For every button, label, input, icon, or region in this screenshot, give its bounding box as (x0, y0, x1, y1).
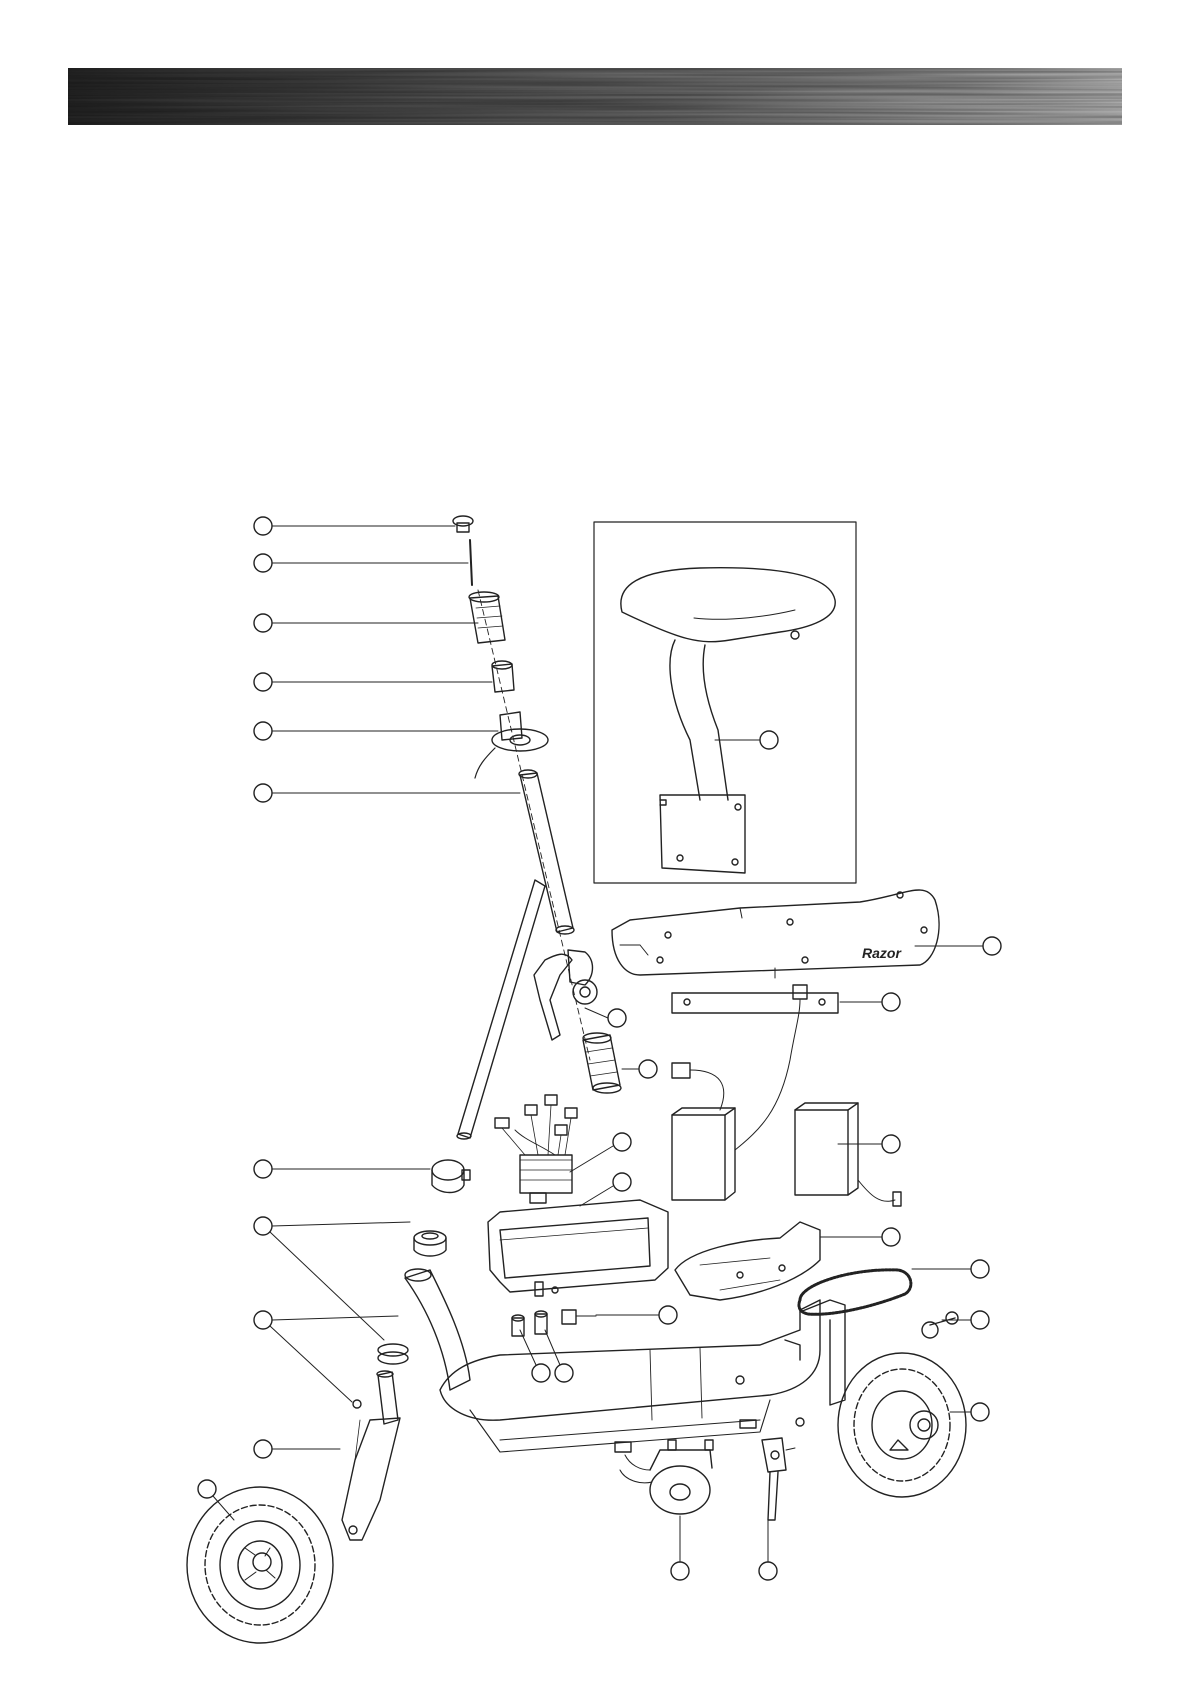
callout-charger-port (532, 1364, 550, 1382)
headset-upper (414, 1231, 446, 1256)
callout-battery-tray (613, 1173, 631, 1191)
callout-deck-strip (882, 993, 900, 1011)
chain (799, 1270, 911, 1314)
callout-cap (254, 517, 272, 535)
callout-kickstand (759, 1562, 777, 1580)
callout-throttle (254, 722, 272, 740)
callout-spacer (254, 673, 272, 691)
front-wheel (187, 1487, 333, 1643)
switch (562, 1310, 596, 1324)
clamp (432, 1160, 470, 1193)
brake-lever-assembly (534, 950, 597, 1040)
charger-port (512, 1315, 524, 1336)
callout-deck-cover (983, 937, 1001, 955)
rear-wheel (838, 1353, 966, 1497)
controller (495, 1095, 577, 1203)
deck-strip (672, 993, 838, 1013)
callout-clamp (254, 1160, 272, 1178)
callout-idler (971, 1311, 989, 1329)
callout-circles-right (520, 731, 1001, 1580)
callout-fork (254, 1440, 272, 1458)
deck-cover: Razor (612, 890, 939, 978)
callout-fuse (555, 1364, 573, 1382)
frame (378, 1269, 845, 1452)
callout-headset-upper (254, 1217, 272, 1235)
batteries (672, 985, 901, 1206)
kickstand (762, 1438, 795, 1520)
callout-motor (671, 1562, 689, 1580)
callout-controller (613, 1133, 631, 1151)
callout-rear-wheel (971, 1403, 989, 1421)
callout-front-wheel (198, 1480, 216, 1498)
callout-chain-guard (882, 1228, 900, 1246)
chain-guard (675, 1222, 820, 1300)
callout-switch (659, 1306, 677, 1324)
fork (342, 1371, 400, 1540)
motor (615, 1440, 713, 1514)
callout-handlebar (254, 784, 272, 802)
callout-seat-post (760, 731, 778, 749)
callout-circles-left (198, 517, 520, 1520)
callout-brake-lever (608, 1009, 626, 1027)
idler (922, 1312, 958, 1338)
handlebar-assembly (453, 516, 590, 1139)
battery-tray (488, 1200, 668, 1296)
right-grip (583, 1033, 621, 1093)
callout-left-grip (254, 614, 272, 632)
callout-headset-lower (254, 1311, 272, 1329)
deck-brand-label: Razor (862, 945, 902, 961)
callout-chain (971, 1260, 989, 1278)
callout-right-grip (639, 1060, 657, 1078)
callout-batteries (882, 1135, 900, 1153)
seat-inset (594, 522, 856, 883)
callout-pin (254, 554, 272, 572)
